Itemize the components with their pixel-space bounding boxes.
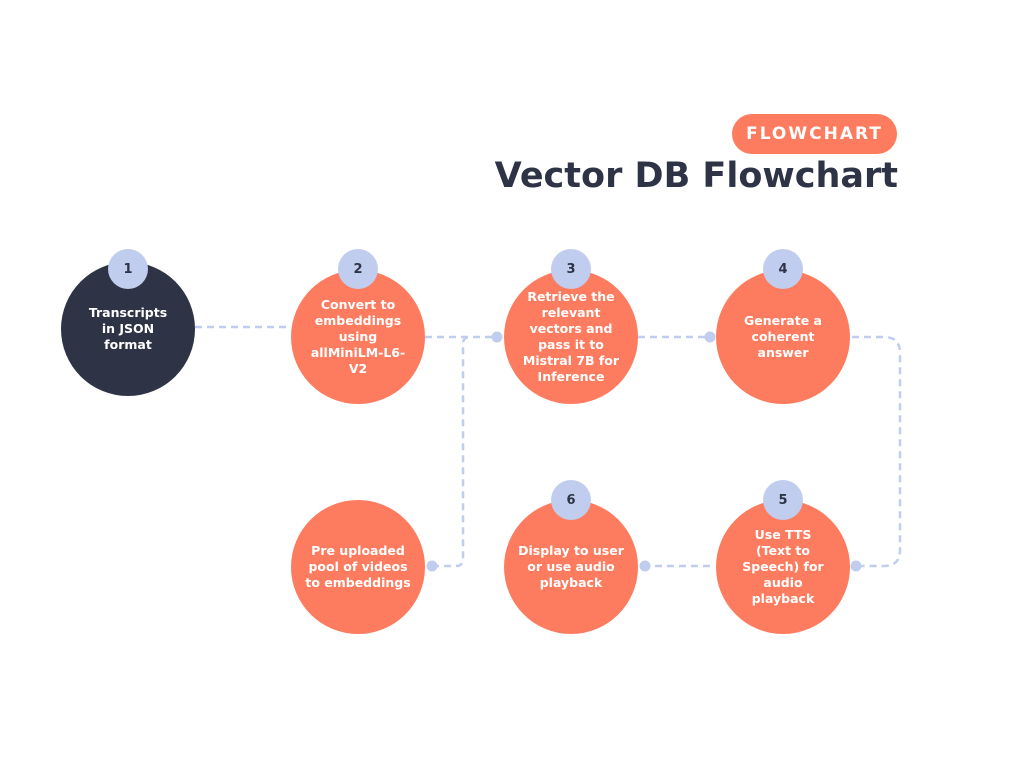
- step-3-node: Retrieve the relevant vectors and pass i…: [504, 270, 638, 404]
- step-3-badge: 3: [551, 249, 591, 289]
- connector-pool-to-3: [432, 335, 471, 568]
- step-4-badge: 4: [763, 249, 803, 289]
- video-pool-node: Pre uploaded pool of videos to embedding…: [291, 500, 425, 634]
- flowchart-tag: FLOWCHART: [732, 114, 897, 154]
- step-5-node: Use TTS (Text to Speech) for audio playb…: [716, 500, 850, 634]
- step-5-text: Use TTS (Text to Speech) for audio playb…: [742, 527, 824, 606]
- connector-dot: [491, 331, 503, 343]
- page-title: Vector DB Flowchart: [494, 156, 898, 196]
- connector-4-to-5: [852, 335, 902, 568]
- step-6-text: Display to user or use audio playback: [518, 543, 624, 590]
- step-2-text: Convert to embeddings using allMiniLM-L6…: [310, 297, 406, 376]
- step-5-badge: 5: [763, 480, 803, 520]
- step-6-badge: 6: [551, 480, 591, 520]
- connector-dot: [704, 331, 716, 343]
- video-pool-text: Pre uploaded pool of videos to embedding…: [305, 543, 411, 590]
- step-6-node: Display to user or use audio playback: [504, 500, 638, 634]
- connector-dot: [639, 560, 651, 572]
- connector-dot: [426, 560, 438, 572]
- step-1-badge: 1: [108, 249, 148, 289]
- step-2-badge: 2: [338, 249, 378, 289]
- step-4-text: Generate a coherent answer: [744, 313, 822, 360]
- connector-dot: [850, 560, 862, 572]
- step-4-node: Generate a coherent answer: [716, 270, 850, 404]
- step-2-node: Convert to embeddings using allMiniLM-L6…: [291, 270, 425, 404]
- step-1-text: Transcripts in JSON format: [88, 305, 168, 352]
- step-3-text: Retrieve the relevant vectors and pass i…: [522, 289, 620, 384]
